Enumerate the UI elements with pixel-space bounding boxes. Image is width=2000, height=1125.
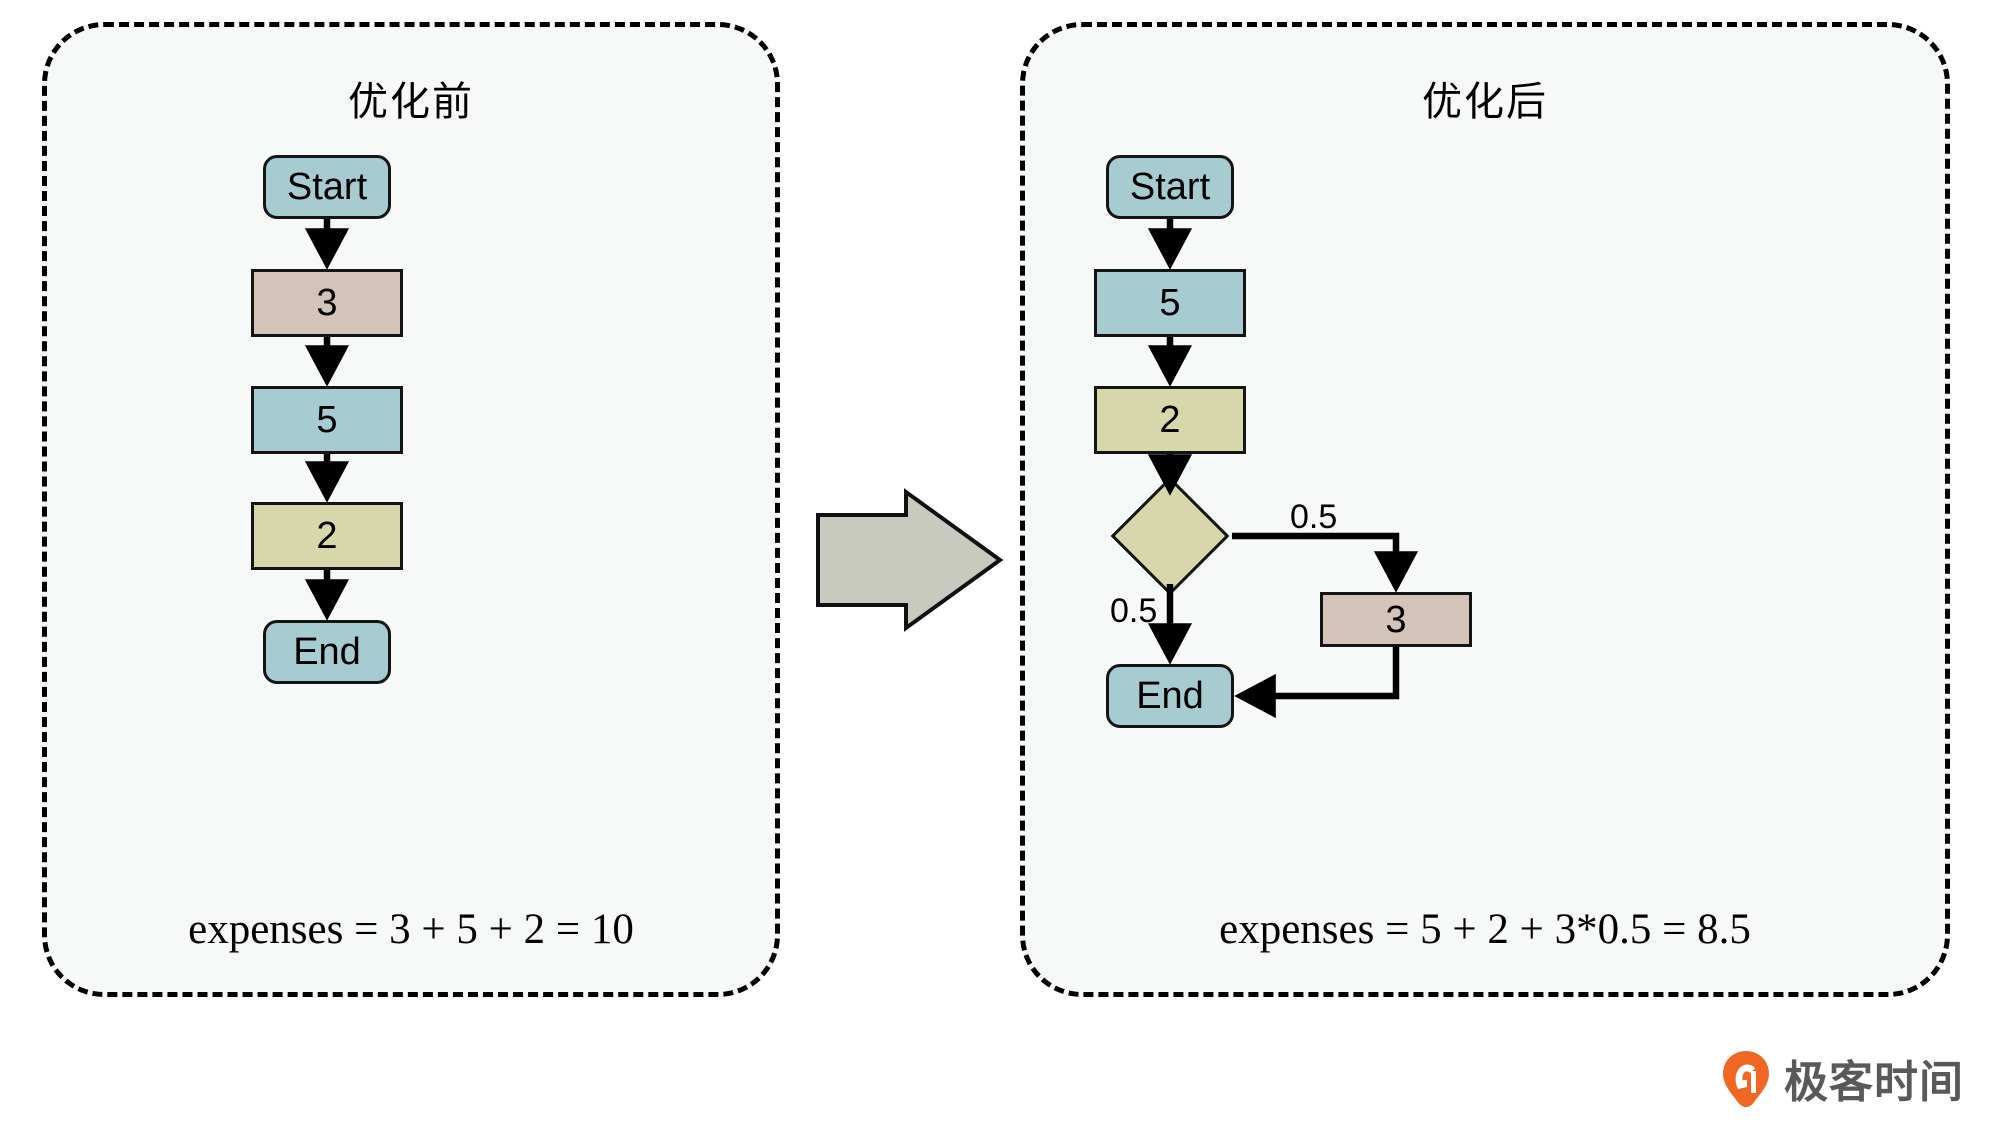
panel-after-formula: expenses = 5 + 2 + 3*0.5 = 8.5: [1219, 906, 1751, 953]
after-node-end[interactable]: End: [1106, 664, 1234, 728]
before-node-3[interactable]: 3: [251, 269, 403, 337]
after-edge-label-right: 0.5: [1290, 498, 1338, 536]
before-node-start[interactable]: Start: [263, 155, 391, 219]
after-node-5[interactable]: 5: [1094, 269, 1246, 337]
before-node-5[interactable]: 5: [251, 386, 403, 454]
after-node-start[interactable]: Start: [1106, 155, 1234, 219]
watermark-text: 极客时间: [1784, 1058, 1964, 1107]
before-node-end[interactable]: End: [263, 620, 391, 684]
before-node-2[interactable]: 2: [251, 502, 403, 570]
after-node-2[interactable]: 2: [1094, 386, 1246, 454]
after-node-3[interactable]: 3: [1320, 592, 1472, 647]
watermark: 极客时间: [1718, 1046, 1964, 1110]
panel-before-formula: expenses = 3 + 5 + 2 = 10: [188, 906, 634, 953]
panel-before-title: 优化前: [348, 80, 474, 124]
transition-arrow-icon: [816, 488, 1004, 632]
after-edge-label-down: 0.5: [1110, 592, 1158, 630]
geekbang-pin-icon: [1723, 1051, 1769, 1107]
panel-before-optimization: 优化前 expenses = 3 + 5 + 2 = 10: [42, 22, 780, 997]
panel-after-title: 优化后: [1422, 80, 1548, 124]
